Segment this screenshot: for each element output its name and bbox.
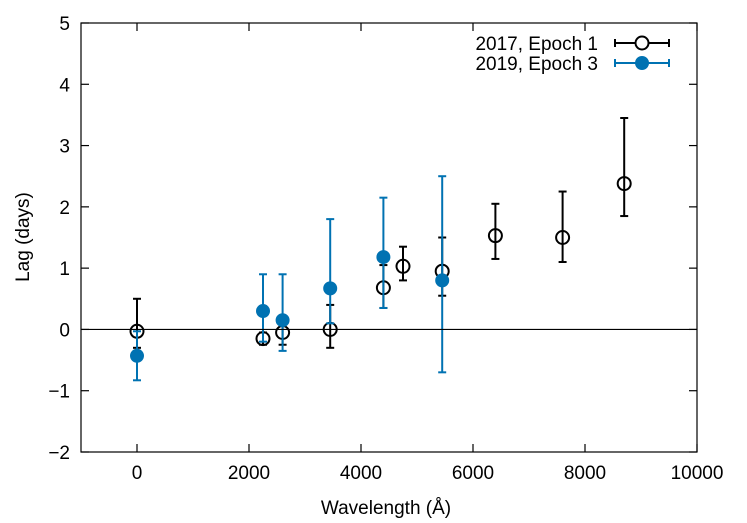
legend-marker-2 [635, 56, 649, 70]
x-axis-title: Wavelength (Å) [321, 498, 451, 519]
y-tick-label: 3 [59, 137, 70, 158]
legend-marker-1 [634, 35, 650, 51]
y-axis-title: Lag (days) [13, 192, 34, 282]
data-point [395, 258, 411, 274]
y-tick-label: 0 [59, 320, 70, 341]
data-point [555, 230, 571, 245]
y-tick-label: 1 [59, 259, 70, 280]
x-tick-label: 6000 [452, 463, 494, 484]
legend-label-1: 2017, Epoch 1 [475, 34, 598, 55]
x-tick-label: 2000 [228, 463, 270, 484]
y-tick-label: −1 [48, 382, 70, 403]
x-tick-label: 0 [132, 463, 143, 484]
legend-label-2: 2019, Epoch 3 [475, 54, 598, 75]
data-point [616, 176, 632, 192]
axes-layer: 0 2000 4000 6000 8000 10000 −2 −1 0 1 2 3 4 5 [48, 14, 723, 484]
x-tick-label: 4000 [340, 463, 382, 484]
data-point [323, 281, 338, 296]
data-point [435, 273, 450, 288]
plot-layer [129, 116, 632, 382]
data-point [275, 313, 290, 328]
x-tick-label: 10000 [671, 463, 724, 484]
y-tick-label: −2 [48, 443, 70, 464]
x-tick-label: 8000 [564, 463, 606, 484]
data-point [256, 304, 270, 319]
y-tick-label: 4 [59, 75, 70, 96]
y-tick-label: 5 [59, 14, 70, 35]
y-tick-label: 2 [59, 198, 70, 219]
series-2 [130, 175, 450, 382]
plot-frame [80, 22, 698, 453]
data-point [376, 250, 391, 265]
series-1 [129, 116, 632, 349]
data-point [130, 348, 144, 363]
data-point [487, 228, 503, 244]
